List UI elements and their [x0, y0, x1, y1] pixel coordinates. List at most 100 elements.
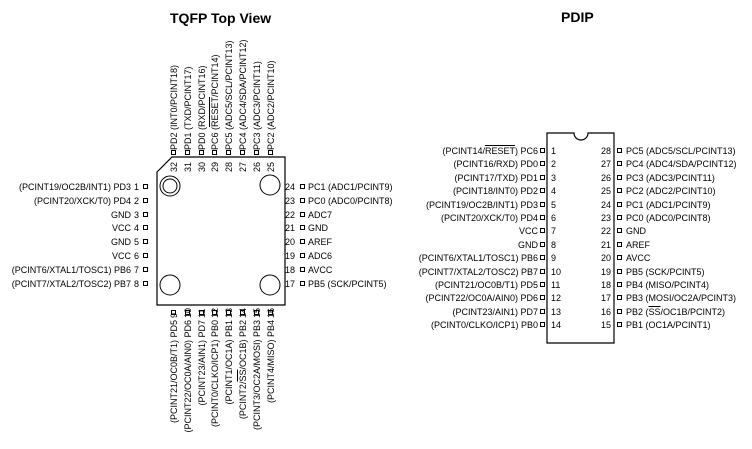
tqfp-bottom-pin-number: 13	[224, 307, 235, 318]
tqfp-left-pin-pad	[143, 184, 148, 189]
pdip-right-pin-pad	[617, 322, 622, 328]
tqfp-left-pin-pad	[143, 239, 148, 245]
pdip-left-pin-label: (PCINT19/OC2B/INT1) PD3	[425, 199, 538, 210]
tqfp-right-pin-pad	[300, 197, 305, 203]
pdip-left-pin-number: 6	[551, 213, 557, 223]
pdip-left-pin-label: (PCINT23/AIN1) PD7	[452, 306, 538, 317]
pdip-right-pin-label: PB3 (MOSI/OC2A/PCINT3)	[626, 293, 737, 304]
pdip-right-pin-pad	[617, 174, 622, 180]
pdip-left-pin-pad	[540, 148, 545, 153]
tqfp-right-pin-label: AVCC	[308, 264, 333, 275]
tqfp-top-pin-label: PC2 (ADC2/PCINT10)	[265, 60, 276, 150]
pdip-right-pin-label: PC1 (ADC1/PCINT9)	[626, 199, 711, 210]
tqfp-right-pin-pad	[300, 266, 305, 272]
tqfp-right-pin-number: 17	[285, 278, 296, 289]
pdip-right-pin-number: 22	[600, 226, 611, 237]
pdip-right-pin-label: PB5 (SCK/PCINT5)	[626, 266, 705, 277]
pdip-right-pin-number: 15	[600, 320, 611, 331]
pdip-left-pin-pad	[540, 161, 545, 167]
tqfp-bottom-pin-pad	[212, 310, 218, 315]
pdip-right-pin-pad	[617, 295, 622, 301]
pdip-left-pin-pad	[540, 228, 545, 234]
tqfp-right-pin-number: 24	[285, 182, 296, 192]
tqfp-bottom-pin-label: (PCINT21/OC0B/T1) PD5	[169, 320, 179, 424]
pdip-title: PDIP	[561, 9, 594, 25]
tqfp-top-pin-pad	[171, 150, 176, 155]
pdip-right-pin-pad	[617, 188, 622, 194]
pdip-right-pin-label: PB2 (SS/OC1B/PCINT2)	[626, 306, 726, 317]
pdip-right-pin-label: PC2 (ADC2/PCINT10)	[626, 186, 716, 197]
tqfp-left-pin-pad	[143, 253, 148, 258]
pdip-left-pin-label: (PCINT14/RESET) PC6	[442, 146, 538, 156]
pdip-right-pin-pad	[617, 148, 622, 153]
tqfp-left-pin-label: (PCINT19/OC2B/INT1) PD3	[18, 182, 131, 192]
pdip-left-pin-label: (PCINT17/TXD) PD1	[454, 172, 538, 183]
pdip-left-pin-label: (PCINT0/CLKO/ICP1) PB0	[430, 320, 538, 331]
pdip-left-pin-number: 12	[551, 293, 562, 304]
tqfp-bottom-pin-number: 12	[210, 307, 221, 318]
pdip-left-pin-pad	[540, 308, 545, 314]
tqfp-left-pin-label: (PCINT20/XCK/T0) PD4	[33, 195, 131, 206]
pdip-right-pin-number: 27	[600, 159, 611, 170]
tqfp-left-pin-number: 8	[134, 278, 140, 289]
tqfp-right-pin-number: 22	[285, 209, 296, 220]
tqfp-right-pin-label: AREF	[308, 237, 333, 248]
pdip-right-pin-pad	[617, 268, 622, 274]
tqfp-left-pin-label: VCC	[111, 223, 131, 234]
pdip-right-pin-label: AREF	[626, 239, 651, 250]
tqfp-right-pin-pad	[300, 253, 305, 258]
pdip-right-pin-number: 28	[600, 146, 611, 156]
tqfp-top-pin-label: PC4 (ADC4/SDA/PCINT12)	[238, 39, 248, 150]
pdip-right-pin-number: 19	[600, 266, 611, 277]
pdip-left-pin-pad	[540, 295, 545, 301]
pdip-left-pin-pad	[540, 215, 545, 220]
pdip-left-pin-number: 3	[551, 172, 557, 183]
tqfp-right-pin-pad	[300, 225, 305, 231]
tqfp-bottom-pin-pad	[253, 310, 259, 315]
tqfp-top-pin-pad	[198, 150, 204, 155]
tqfp-bottom-pin-pad	[198, 310, 204, 315]
tqfp-top-pin-pad	[267, 150, 273, 155]
tqfp-right-pin-pad	[300, 280, 305, 286]
tqfp-left-pin-label: (PCINT6/XTAL1/TOSC1) PB6	[11, 264, 131, 275]
tqfp-bottom-pin-number: 10	[182, 307, 193, 318]
pdip-left-pin-label: VCC	[518, 226, 538, 237]
pdip-left-pin-pad	[540, 201, 545, 207]
pdip-left-pin-number: 10	[551, 266, 562, 277]
pdip-right-pin-number: 26	[600, 172, 611, 183]
pdip-right-pin-number: 16	[600, 306, 611, 317]
pdip-right-pin-number: 24	[600, 199, 611, 210]
pdip-right-pin-number: 20	[600, 253, 611, 264]
tqfp-bottom-pin-number: 16	[265, 307, 276, 318]
pdip-left-pin-label: (PCINT20/XCK/T0) PD4	[440, 213, 538, 223]
tqfp-left-pin-pad	[143, 225, 148, 231]
pdip-left-pin-pad	[540, 174, 545, 180]
tqfp-top-pin-pad	[212, 150, 218, 155]
tqfp-mount-hole-top-right	[259, 174, 281, 196]
tqfp-right-pin-number: 19	[285, 251, 296, 261]
tqfp-top-pin-label: PD0 (RXD/PCINT16)	[196, 65, 207, 150]
pdip-left-pin-label: (PCINT6/XTAL1/TOSC1) PB6	[418, 253, 538, 264]
pdip-left-pin-number: 14	[551, 320, 562, 331]
tqfp-left-pin-number: 6	[134, 251, 140, 261]
tqfp-right-pin-number: 21	[285, 223, 296, 234]
tqfp-top-pin-pad	[240, 150, 245, 155]
tqfp-bottom-pin-label: (PCINT3/OC2A/MOSI) PB3	[251, 320, 262, 431]
pdip-right-pin-number: 18	[600, 280, 611, 290]
pdip-right-pin-pad	[617, 215, 622, 220]
pdip-left-pin-label: GND	[518, 239, 538, 250]
tqfp-right-pin-pad	[300, 211, 305, 217]
tqfp-right-pin-pad	[300, 184, 305, 189]
tqfp-top-pin-number: 26	[251, 161, 262, 172]
tqfp-title: TQFP Top View	[170, 10, 272, 26]
tqfp-bottom-pin-pad	[267, 310, 273, 315]
pdip-right-pin-pad	[617, 201, 622, 207]
tqfp-left-pin-label: GND	[111, 209, 131, 220]
tqfp-left-pin-label: GND	[111, 237, 131, 248]
tqfp-top-pin-number: 30	[196, 161, 207, 172]
tqfp-top-pin-pad	[184, 150, 190, 155]
pdip-left-pin-label: (PCINT21/OC0B/T1) PD5	[434, 280, 538, 290]
pdip-right-pin-label: PB4 (MISO/PCINT4)	[626, 280, 710, 290]
tqfp-left-pin-pad	[143, 266, 148, 272]
